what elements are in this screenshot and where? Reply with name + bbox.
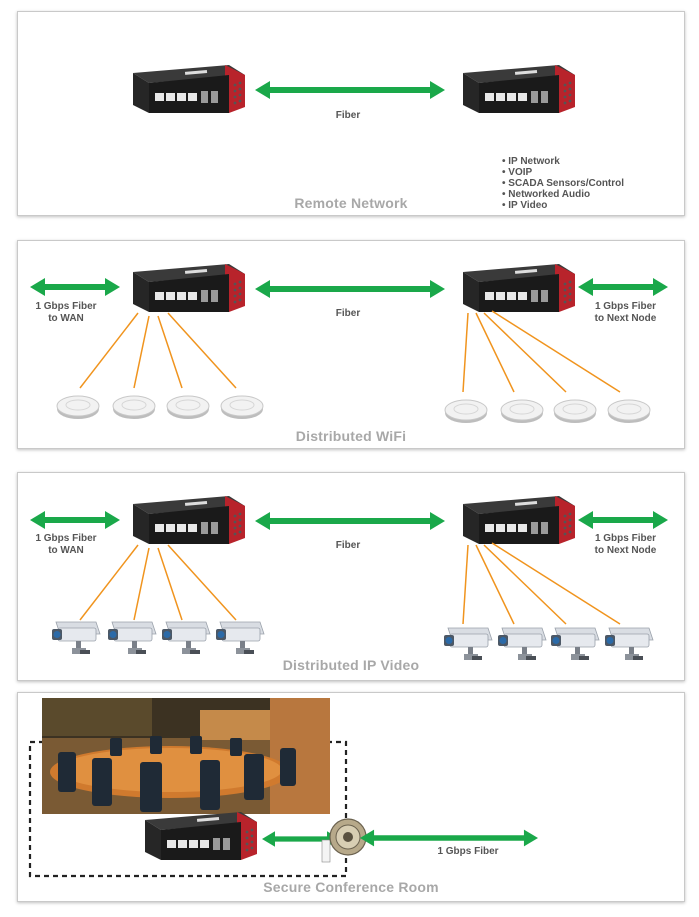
security-camera-icon [107, 621, 157, 655]
panel-title: Remote Network [294, 195, 408, 211]
bullet-item: IP Video [502, 200, 624, 211]
fiber-link-arrow [255, 81, 445, 99]
media-converter-switch-icon [463, 264, 575, 312]
wan-fiber-arrow [30, 278, 120, 296]
bullet-item: IP Network [502, 156, 624, 167]
fiber-label: Fiber [335, 308, 361, 319]
external-fiber-arrow [360, 829, 538, 847]
wifi-access-point-icon [444, 399, 488, 424]
panel-title: Distributed IP Video [282, 657, 420, 673]
fiber-wall-connector-icon [321, 818, 367, 863]
conference-room-photo [42, 698, 330, 814]
media-converter-switch-icon [133, 264, 245, 312]
bullet-item: SCADA Sensors/Control [502, 178, 624, 189]
next-node-fiber-label: 1 Gbps Fiber to Next Node [594, 533, 657, 556]
media-converter-switch-icon [145, 812, 257, 860]
media-converter-switch-icon [463, 496, 575, 544]
security-camera-icon [443, 627, 493, 661]
wifi-access-point-icon [500, 399, 544, 424]
next-node-fiber-arrow [578, 511, 668, 529]
media-converter-switch-icon [133, 496, 245, 544]
fiber-label: 1 Gbps Fiber [437, 846, 499, 857]
bullet-list: IP Network VOIP SCADA Sensors/Control Ne… [502, 156, 624, 211]
security-camera-icon [51, 621, 101, 655]
wifi-access-point-icon [553, 399, 597, 424]
media-converter-switch-icon [463, 65, 575, 113]
media-converter-switch-icon [133, 65, 245, 113]
device-links [79, 310, 621, 393]
security-camera-icon [604, 627, 654, 661]
device-links [79, 542, 621, 625]
wan-fiber-label: 1 Gbps Fiber to WAN [35, 533, 97, 556]
wifi-access-point-icon [112, 395, 156, 420]
wifi-access-point-icon [56, 395, 100, 420]
fiber-link-arrow [255, 280, 445, 298]
next-node-fiber-arrow [578, 278, 668, 296]
security-camera-icon [161, 621, 211, 655]
panel-title: Secure Conference Room [263, 879, 439, 895]
wifi-access-point-icon [607, 399, 651, 424]
next-node-fiber-label: 1 Gbps Fiber to Next Node [594, 301, 657, 324]
bullet-item: Networked Audio [502, 189, 624, 200]
security-camera-icon [215, 621, 265, 655]
bullet-item: VOIP [502, 167, 624, 178]
wan-fiber-label: 1 Gbps Fiber to WAN [35, 301, 97, 324]
fiber-label: Fiber [335, 540, 361, 551]
panel-remote-network: Fiber IP Network VOIP SCADA Sensors/Cont… [17, 11, 685, 216]
security-camera-icon [497, 627, 547, 661]
wifi-access-point-icon [220, 395, 264, 420]
fiber-link-arrow [255, 512, 445, 530]
security-camera-icon [550, 627, 600, 661]
wan-fiber-arrow [30, 511, 120, 529]
panel-title: Distributed WiFi [295, 428, 407, 444]
fiber-label: Fiber [335, 110, 361, 121]
wifi-access-point-icon [166, 395, 210, 420]
